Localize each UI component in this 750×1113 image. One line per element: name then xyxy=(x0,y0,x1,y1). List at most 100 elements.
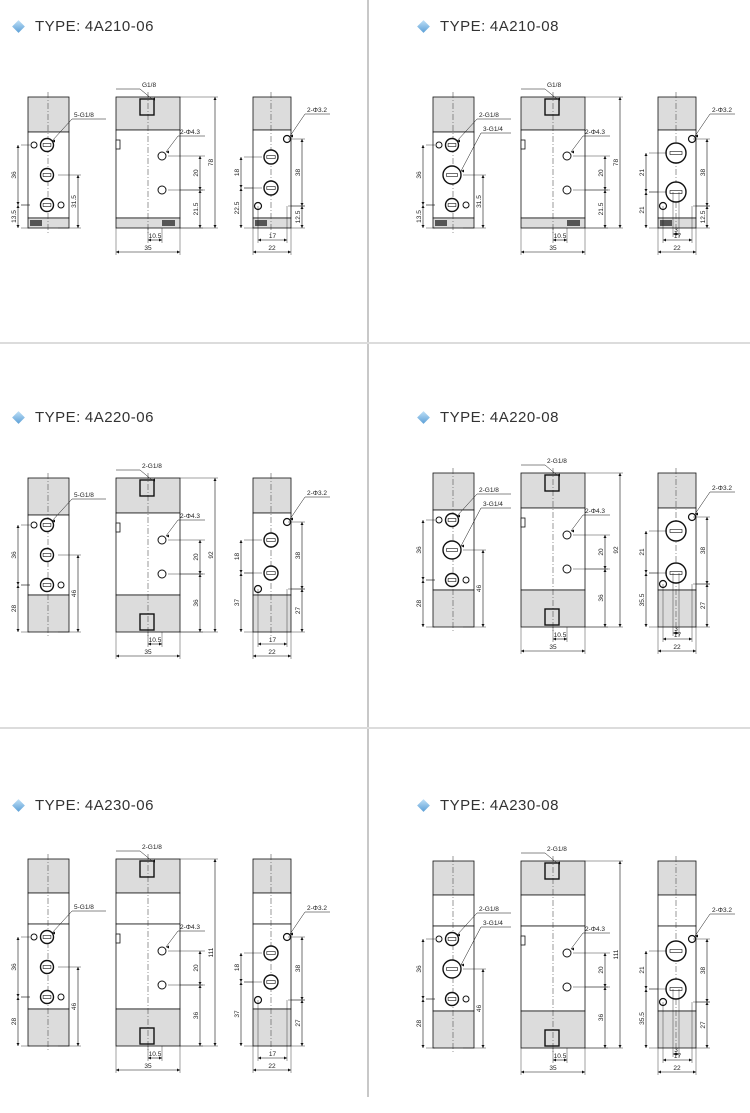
dimension-arrow xyxy=(177,250,180,254)
dimension-arrow xyxy=(695,934,698,938)
dimension-horizontal: 10.5 xyxy=(552,1048,568,1063)
dimension-label: 17 xyxy=(674,233,682,240)
dimension-arrow xyxy=(16,937,20,940)
dimension-label: 38 xyxy=(295,965,302,973)
dimension-arrow xyxy=(481,1045,485,1048)
type-prefix: TYPE: xyxy=(35,797,81,814)
port-slot xyxy=(669,151,683,155)
dimension-arrow xyxy=(198,190,202,193)
top-port xyxy=(544,98,560,116)
diamond-bullet-icon xyxy=(12,799,25,812)
dimension-vertical: 20 xyxy=(598,156,607,190)
dimension-arrow xyxy=(553,637,556,641)
dimension-vertical: 36 xyxy=(180,573,203,633)
dimension-arrow xyxy=(16,585,20,588)
valve-section xyxy=(252,217,292,229)
dimension-arrow xyxy=(603,953,607,956)
dimension-arrow xyxy=(557,473,560,477)
dimension-arrow xyxy=(300,629,304,632)
dimension-arrow xyxy=(618,861,622,864)
dimension-label: 3 xyxy=(674,626,678,633)
pilot-hole xyxy=(462,576,470,584)
dimension-vertical: 28 xyxy=(416,998,435,1049)
dimension-label: 17 xyxy=(674,632,682,639)
port-slot xyxy=(669,571,683,575)
dimension-label: 17 xyxy=(269,1051,277,1058)
panel-title: TYPE:4A230-06 xyxy=(12,797,154,814)
port xyxy=(39,577,55,593)
port xyxy=(39,167,55,183)
port-slot xyxy=(266,538,276,542)
callout-label: 2-G1/8 xyxy=(142,463,162,470)
dimension-arrow xyxy=(457,514,460,518)
dimension-arrow xyxy=(300,1000,304,1003)
dimension-arrow xyxy=(644,189,648,192)
dimension-vertical: 13.5 xyxy=(416,204,435,229)
dimension-arrow xyxy=(421,202,425,205)
dimension-label: 38 xyxy=(700,967,707,975)
mount-block xyxy=(30,220,42,226)
pilot-hole xyxy=(435,935,443,943)
dimension-label: 21.5 xyxy=(193,202,200,215)
dimension-arrow xyxy=(52,519,55,523)
side-tab xyxy=(115,933,121,944)
dimension-arrow xyxy=(705,203,709,206)
callout-label: 2-Φ3.2 xyxy=(712,907,732,914)
dimension-label: 20 xyxy=(598,966,605,974)
mounting-hole xyxy=(562,982,572,992)
leader-line xyxy=(51,118,106,142)
dimension-arrow xyxy=(457,139,460,143)
dimension-arrow xyxy=(213,1043,217,1046)
dimension-arrow xyxy=(198,1043,202,1046)
dimension-label: 21 xyxy=(639,548,646,556)
dimension-arrow xyxy=(644,153,648,156)
mounting-hole xyxy=(157,535,167,545)
dimension-arrow xyxy=(553,1058,556,1062)
port-slot xyxy=(447,518,457,522)
dimension-label: 17 xyxy=(674,1053,682,1060)
valve-section xyxy=(432,860,475,896)
dimension-arrow xyxy=(421,996,425,999)
row-divider xyxy=(0,727,750,729)
callout-label: 3-G1/4 xyxy=(483,920,503,927)
dimension-label: 13.5 xyxy=(416,210,423,223)
port xyxy=(39,137,55,153)
dimension-label: 20 xyxy=(193,169,200,177)
pilot-hole xyxy=(435,141,443,149)
callout-label: 2-Φ4.3 xyxy=(180,924,200,931)
callout-label: 2-Φ4.3 xyxy=(585,508,605,515)
side-tab xyxy=(520,935,526,946)
callout-label: 2-G1/8 xyxy=(547,846,567,853)
dimension-arrow xyxy=(705,139,709,142)
dimension-arrow xyxy=(644,531,648,534)
dimension-arrow xyxy=(148,1056,151,1060)
leader-line xyxy=(521,852,558,864)
top-port xyxy=(139,98,155,116)
dimension-horizontal: 17 xyxy=(257,589,288,647)
dimension-label: 22 xyxy=(673,245,681,252)
dimension-label: 36 xyxy=(11,963,18,971)
dimension-arrow xyxy=(300,203,304,206)
dimension-arrow xyxy=(673,232,676,236)
dimension-arrow xyxy=(658,1070,661,1074)
dimension-arrow xyxy=(213,225,217,228)
dimension-arrow xyxy=(705,1002,709,1005)
dimension-vertical: 12.5 xyxy=(291,205,305,229)
port xyxy=(263,180,279,196)
callout-label: 2-Φ3.2 xyxy=(307,905,327,912)
dimension-arrow xyxy=(76,555,80,558)
port-slot xyxy=(447,143,457,147)
dimension-arrow xyxy=(239,979,243,982)
dimension-arrow xyxy=(148,238,151,242)
dimension-label: 46 xyxy=(71,590,78,598)
dimension-arrow xyxy=(52,931,55,935)
leader-line xyxy=(165,930,205,948)
dimension-label: 10.5 xyxy=(149,637,162,644)
dimension-arrow xyxy=(76,225,80,228)
dimension-arrow xyxy=(52,139,55,143)
pilot-hole xyxy=(30,933,38,941)
